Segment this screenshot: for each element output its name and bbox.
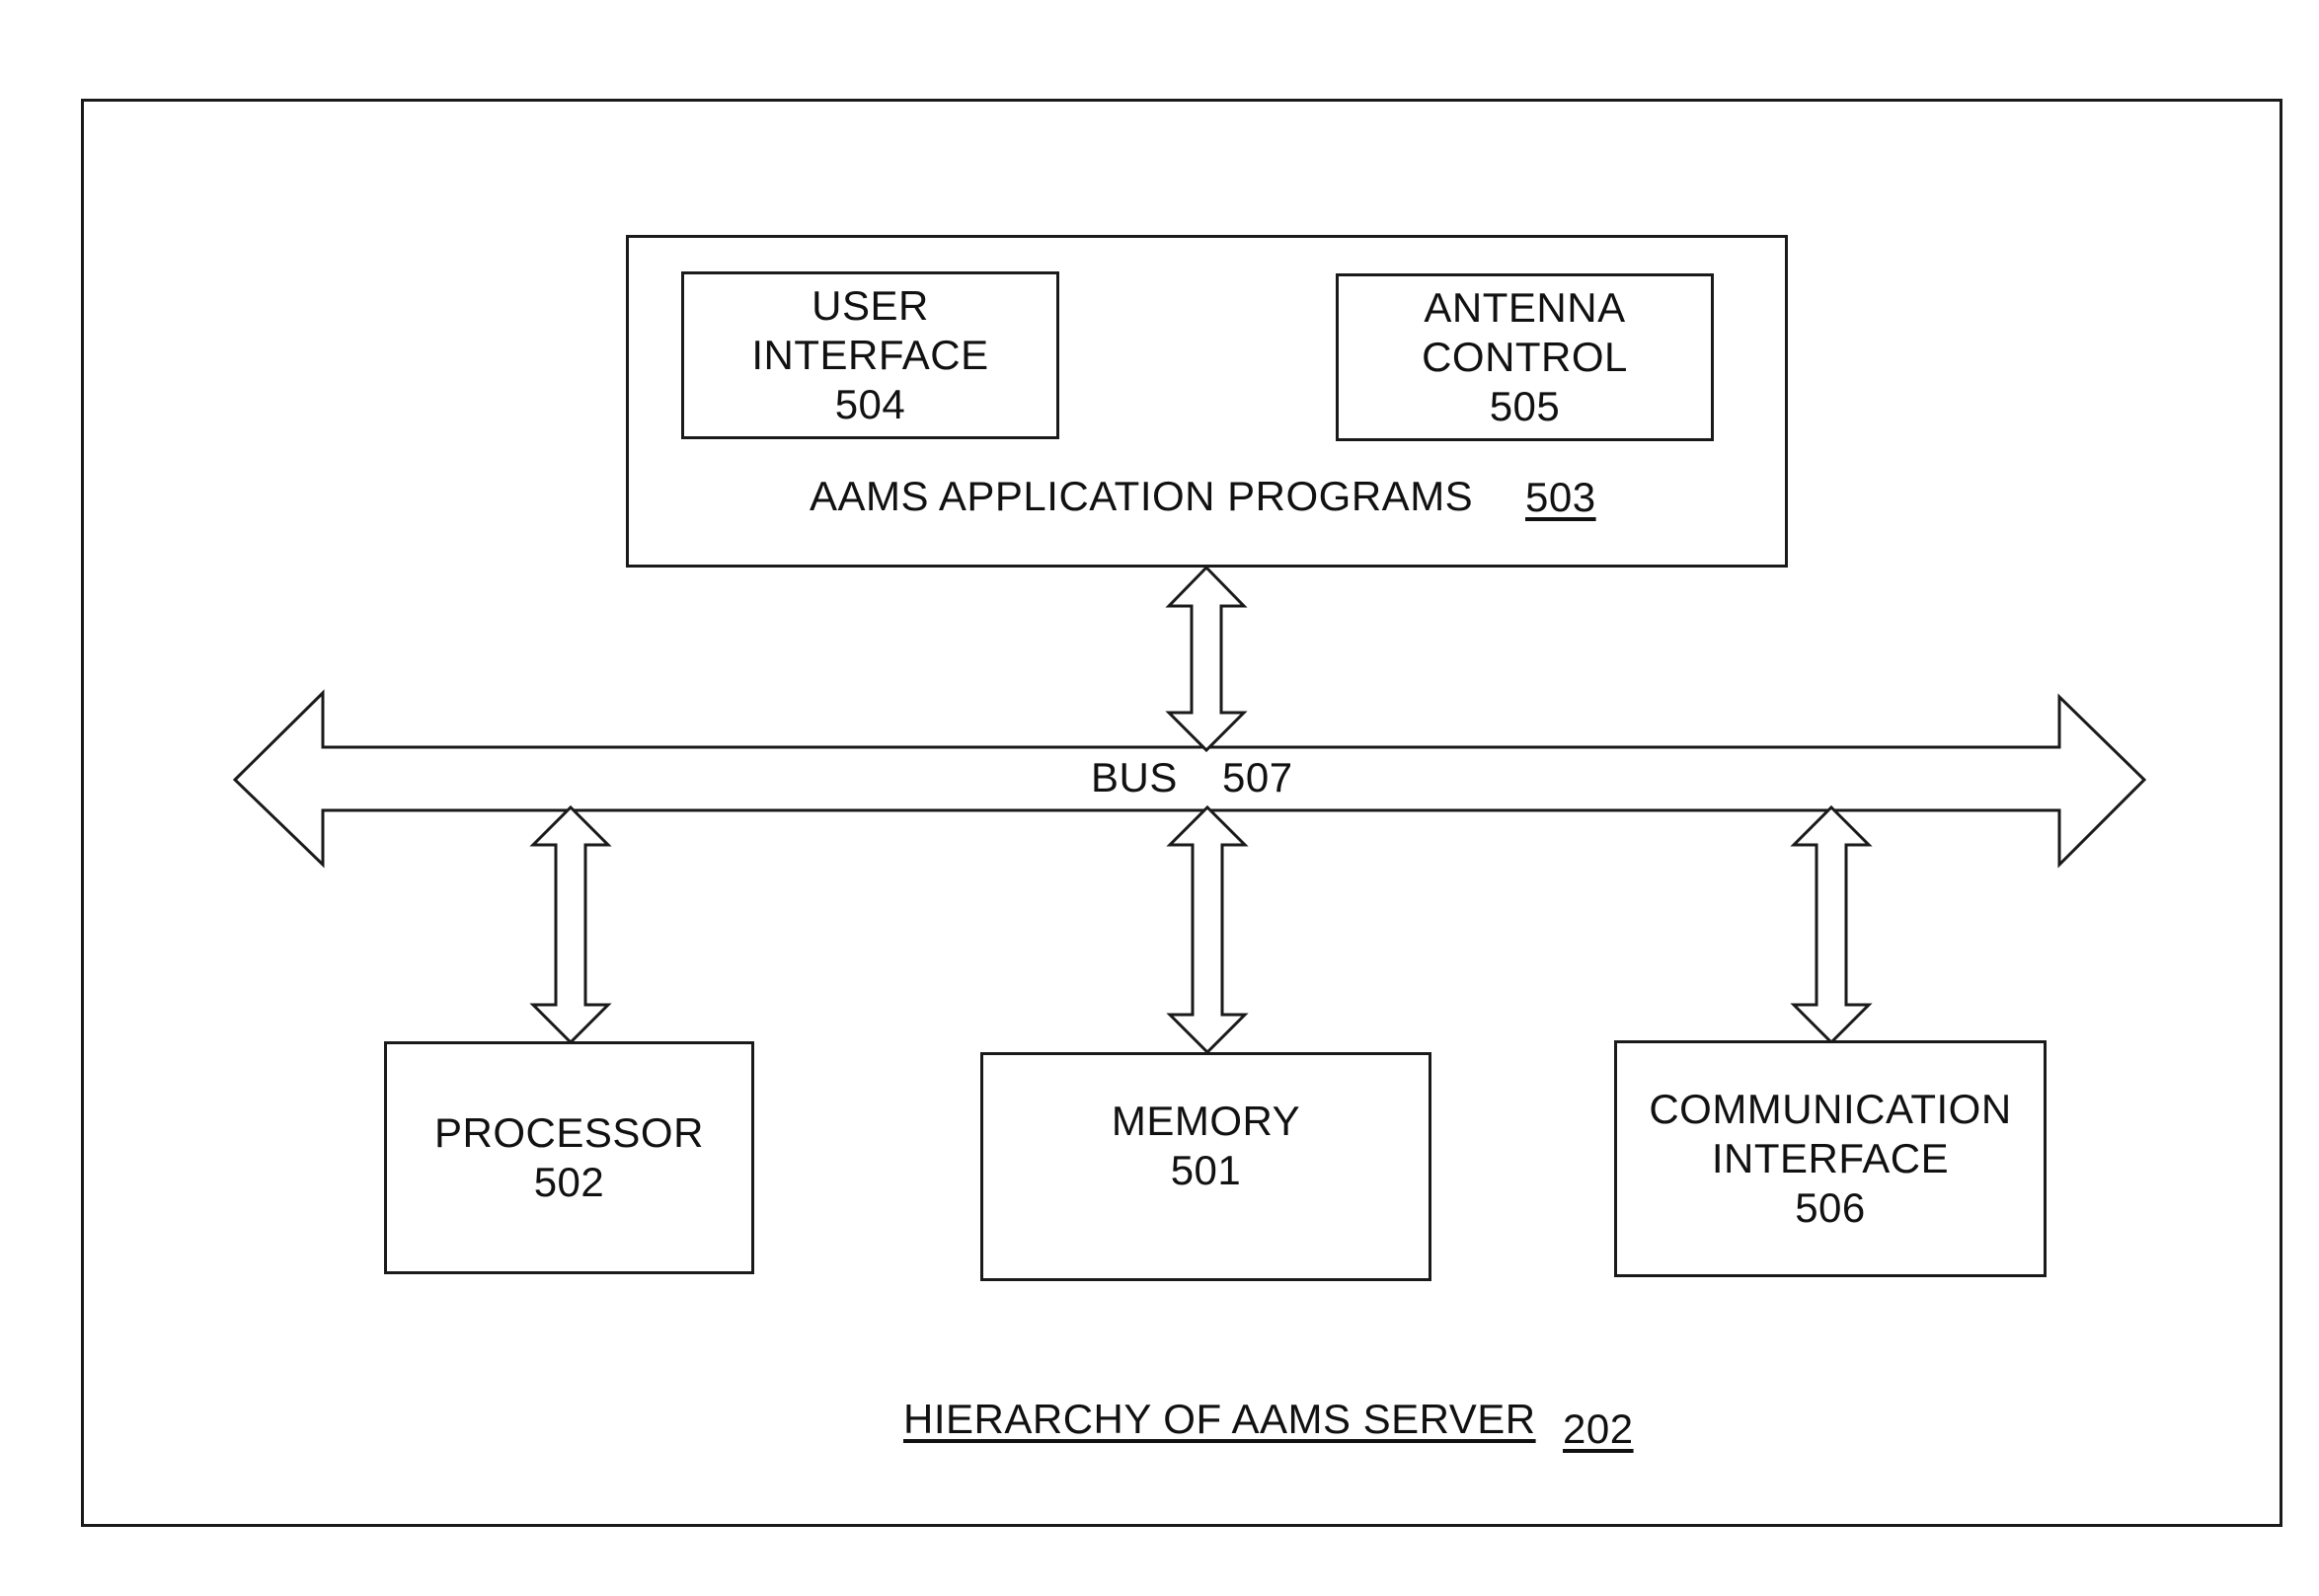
app-programs-label-text: AAMS APPLICATION PROGRAMS (810, 473, 1473, 519)
processor-ref: 502 (534, 1158, 605, 1207)
user-interface-box: USER INTERFACE 504 (681, 271, 1059, 439)
app-programs-ref: 503 (1525, 473, 1596, 522)
antenna-control-line1: ANTENNA (1424, 283, 1625, 333)
processor-box: PROCESSOR 502 (384, 1041, 754, 1274)
memory-box: MEMORY 501 (980, 1052, 1431, 1281)
user-interface-line2: INTERFACE (751, 331, 988, 380)
antenna-control-box: ANTENNA CONTROL 505 (1336, 273, 1714, 441)
bus-ref: 507 (1222, 753, 1293, 802)
processor-line1: PROCESSOR (434, 1108, 704, 1158)
processor-bus-connector (533, 807, 608, 1042)
user-interface-line1: USER (812, 281, 929, 331)
antenna-control-line2: CONTROL (1422, 333, 1628, 382)
diagram-title: HIERARCHY OF AAMS SERVER (903, 1395, 1536, 1444)
antenna-control-ref: 505 (1490, 382, 1561, 431)
communication-interface-line2: INTERFACE (1712, 1134, 1949, 1183)
comm-bus-connector (1794, 807, 1869, 1042)
memory-line1: MEMORY (1112, 1097, 1300, 1146)
communication-interface-box: COMMUNICATION INTERFACE 506 (1614, 1040, 2047, 1277)
app-programs-label: AAMS APPLICATION PROGRAMS (810, 472, 1473, 521)
memory-ref: 501 (1171, 1146, 1242, 1195)
app-bus-connector (1169, 568, 1244, 750)
diagram-title-ref: 202 (1563, 1405, 1634, 1454)
communication-interface-line1: COMMUNICATION (1649, 1085, 2011, 1134)
user-interface-ref: 504 (835, 380, 906, 429)
memory-bus-connector (1170, 807, 1245, 1052)
bus-label: BUS (1091, 753, 1178, 802)
communication-interface-ref: 506 (1795, 1183, 1866, 1233)
